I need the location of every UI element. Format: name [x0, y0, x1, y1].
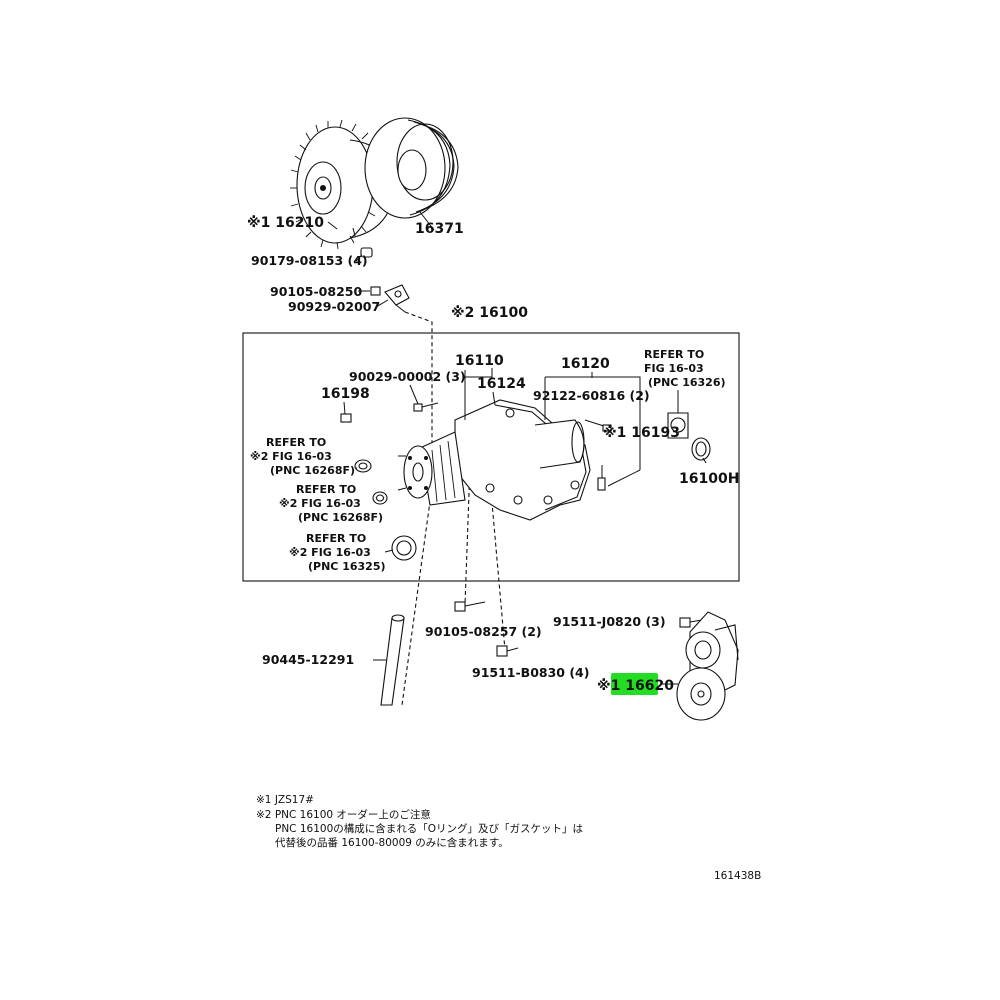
label-stud[interactable]: 90029-00002 (3) [349, 369, 466, 384]
diagram-id: 161438B [714, 870, 761, 882]
leader-lines [327, 211, 707, 685]
refer-block-1[interactable]: REFER TO FIG 16-03 (PNC 16326) [644, 348, 726, 389]
label-fan-clutch[interactable]: ※1 16210 [247, 215, 324, 231]
refer-block-4[interactable]: REFER TO ※2 FIG 16-03 (PNC 16325) [289, 532, 386, 573]
refer-1-l3: (PNC 16326) [648, 376, 726, 389]
refer-block-3[interactable]: REFER TO ※2 FIG 16-03 (PNC 16268F) [279, 483, 383, 524]
label-pipe[interactable]: 90445-12291 [262, 652, 354, 667]
note-3: PNC 16100の構成に含まれる「Oリング」及び「ガスケット」は [275, 822, 583, 835]
note-1: ※1 JZS17# [256, 794, 314, 806]
label-pulley[interactable]: 16371 [415, 221, 464, 237]
footnotes: ※1 JZS17# ※2 PNC 16100 オーダー上のご注意 PNC 161… [256, 794, 583, 849]
highlight-box [611, 673, 658, 695]
label-bracket[interactable]: 90929-02007 [288, 299, 380, 314]
refer-4-l2: ※2 FIG 16-03 [289, 546, 371, 559]
refer-3-l1: REFER TO [296, 483, 356, 496]
refer-1-l1: REFER TO [644, 348, 704, 361]
assembly-box [242, 332, 740, 582]
refer-4-l1: REFER TO [306, 532, 366, 545]
refer-2-l3: (PNC 16268F) [270, 464, 355, 477]
label-pump-sub[interactable]: 16110 [455, 353, 504, 369]
label-tensioner-bolt-a[interactable]: 91511-J0820 (3) [553, 614, 666, 629]
label-cover-bolt[interactable]: ※1 16193 [603, 425, 680, 441]
label-plug[interactable]: 16198 [321, 386, 370, 402]
refer-to-notes: REFER TO FIG 16-03 (PNC 16326) REFER TO … [250, 348, 726, 573]
label-pump-assy[interactable]: ※2 16100 [451, 305, 528, 321]
refer-3-l2: ※2 FIG 16-03 [279, 497, 361, 510]
refer-4-l3: (PNC 16325) [308, 560, 386, 573]
refer-1-l2: FIG 16-03 [644, 362, 704, 375]
label-lower-bolt[interactable]: 90105-08257 (2) [425, 624, 542, 639]
label-clutch-bolt[interactable]: 90179-08153 (4) [251, 253, 368, 268]
refer-3-l3: (PNC 16268F) [298, 511, 383, 524]
small-parts [340, 402, 711, 561]
part-labels: ※1 16210 16371 90179-08153 (4) 90105-082… [247, 215, 739, 694]
bracket-illustration [370, 284, 410, 313]
label-housing[interactable]: 16124 [477, 376, 526, 392]
lower-parts [380, 601, 703, 706]
label-pump-cover[interactable]: 16120 [561, 356, 610, 372]
note-2: ※2 PNC 16100 オーダー上のご注意 [256, 808, 431, 821]
label-oring-right[interactable]: 16100H [679, 471, 739, 487]
label-tensioner-bolt-b[interactable]: 91511-B0830 (4) [472, 665, 589, 680]
refer-block-2[interactable]: REFER TO ※2 FIG 16-03 (PNC 16268F) [250, 436, 355, 477]
refer-2-l2: ※2 FIG 16-03 [250, 450, 332, 463]
label-tensioner[interactable]: ※1 16620 [597, 678, 674, 694]
water-pump-illustration [397, 399, 591, 521]
label-cover-stud[interactable]: 92122-60816 (2) [533, 388, 650, 403]
label-bracket-bolt[interactable]: 90105-08250 [270, 284, 362, 299]
note-4: 代替後の品番 16100-80009 のみに含まれます。 [275, 836, 509, 849]
refer-2-l1: REFER TO [266, 436, 326, 449]
tensioner-illustration [676, 611, 739, 721]
fan-clutch-illustration [290, 117, 459, 258]
